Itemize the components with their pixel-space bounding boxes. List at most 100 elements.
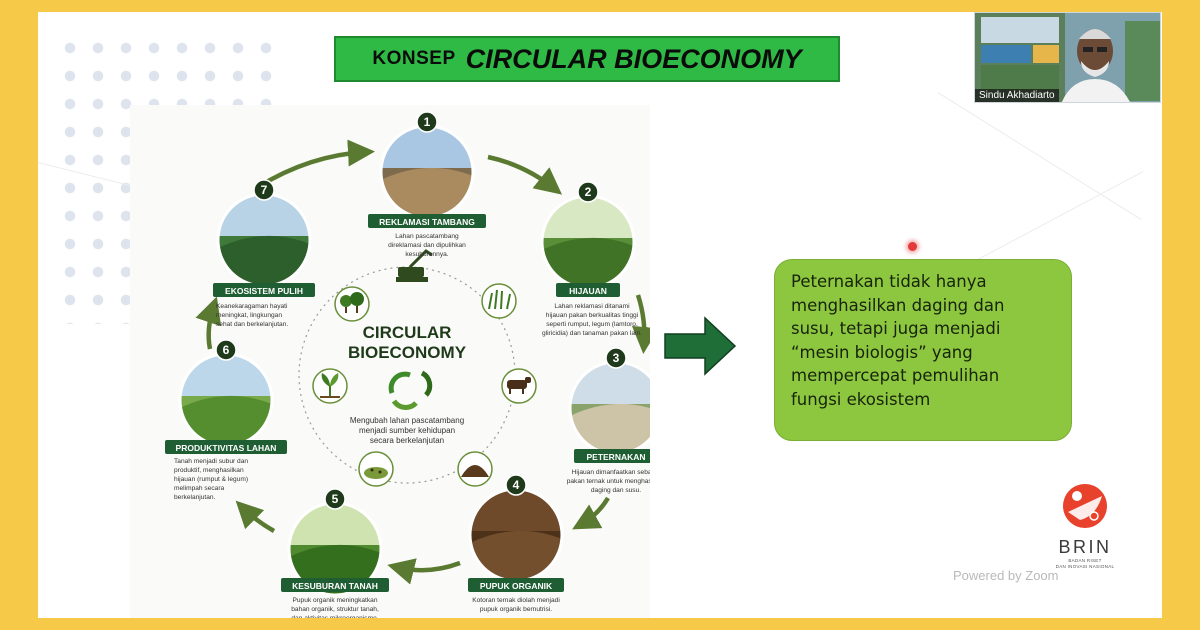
cycle-arrow-1-2	[487, 154, 563, 195]
step-desc-line: pupuk organik bernutrisi.	[480, 606, 552, 613]
step-desc-line: produktif, menghasilkan	[174, 467, 244, 474]
inner-icon-excavator	[396, 249, 433, 282]
infographic-canvas: CIRCULAR BIOECONOMY Mengubah lahan pasca…	[165, 111, 650, 618]
step-label-box	[165, 440, 287, 454]
step-number-badge	[215, 339, 237, 361]
step-number: 6	[223, 343, 230, 357]
step-number: 7	[261, 183, 268, 197]
circular-bioeconomy-infographic: CIRCULAR BIOECONOMY Mengubah lahan pasca…	[130, 105, 650, 618]
participant-name: Sindu Akhadiarto	[975, 89, 1059, 102]
step-title: HIJAUAN	[569, 286, 607, 296]
cycle-arrow-7-1	[256, 139, 375, 189]
step-label-box	[281, 578, 389, 592]
presentation-slide: KONSEP CIRCULAR BIOECONOMY	[38, 12, 1162, 618]
inner-icon-seedling	[312, 368, 348, 404]
step-title: PRODUKTIVITAS LAHAN	[176, 443, 277, 453]
step-desc-line: Pupuk organik meningkatkan	[292, 597, 377, 604]
inner-icon-grass	[481, 283, 517, 319]
step-title: KESUBURAN TANAH	[292, 581, 378, 591]
step-number-badge	[505, 474, 527, 496]
callout-line: fungsi ekosistem	[791, 389, 931, 409]
step-desc-line: berkelanjutan.	[174, 494, 216, 501]
step-desc-line: Tanah menjadi subur dan	[174, 458, 248, 465]
step-title: PUPUK ORGANIK	[480, 581, 553, 591]
step-number-badge	[253, 179, 275, 201]
cycle-arrow-3-4	[572, 496, 610, 530]
inner-icon-soil	[358, 451, 394, 487]
step-number: 3	[613, 351, 620, 365]
step-photo	[381, 126, 473, 218]
step-label-box	[213, 283, 315, 297]
decorative-line	[937, 92, 1142, 221]
cycle-arrow-6-7	[195, 296, 222, 350]
step-desc-line: Keanekaragaman hayati	[216, 303, 288, 310]
center-title-line2: BIOECONOMY	[348, 343, 467, 362]
callout-line: menghasilkan daging dan	[791, 295, 1005, 315]
inner-icon-trees	[334, 286, 370, 322]
step-desc-line: Lahan pascatambang	[395, 233, 459, 240]
step-label-box	[368, 214, 486, 228]
slide-title: KONSEP CIRCULAR BIOECONOMY	[334, 36, 840, 82]
right-arrow-icon	[664, 316, 737, 376]
step-desc-line: kesuburannya.	[405, 251, 448, 258]
callout-line: susu, tetapi juga menjadi	[791, 319, 1001, 338]
callout-line: “mesin biologis” yang	[791, 342, 973, 362]
step-desc-line: gliricidia) dan tanaman pakan lain.	[542, 330, 642, 337]
step-label-box	[556, 283, 620, 297]
step-desc-line: meningkat, lingkungan	[216, 312, 282, 319]
step-label-box	[468, 578, 564, 592]
step-title: PETERNAKAN	[586, 452, 645, 462]
cycle-arrow-5-6	[235, 500, 276, 533]
center-desc-line: Mengubah lahan pascatambang	[350, 416, 464, 425]
step-desc-line: pakan ternak untuk menghasilkan	[567, 478, 650, 485]
step-desc-line: daging dan susu.	[591, 487, 641, 494]
step-desc-line: seperti rumput, legum (lamtoro,	[546, 321, 638, 328]
step-number: 4	[513, 478, 520, 492]
step-number: 2	[585, 185, 592, 199]
step-desc-line: hijauan (rumput & legum)	[174, 476, 248, 483]
inner-icon-compost	[457, 451, 493, 487]
zoom-watermark: Powered by Zoom	[953, 568, 1059, 583]
step-desc-line: dan aktivitas mikroorganisme.	[291, 615, 378, 618]
step-number-badge	[416, 111, 438, 133]
title-prefix: KONSEP	[372, 48, 456, 69]
brin-emblem-icon	[1063, 484, 1107, 528]
cycle-arrow-4-5	[387, 558, 461, 585]
step-number: 5	[332, 492, 339, 506]
step-desc-line: melimpah secara	[174, 485, 225, 492]
title-main: CIRCULAR BIOECONOMY	[465, 43, 802, 74]
step-desc-line: hijauan pakan berkualitas tinggi	[546, 312, 639, 319]
recycle-icon	[388, 370, 433, 410]
callout-line: Peternakan tidak hanya	[791, 272, 987, 291]
step-desc-line: Lahan reklamasi ditanami	[554, 303, 630, 310]
participant-video-feed	[975, 13, 1160, 102]
step-label-box	[574, 449, 650, 463]
step-desc-line: bahan organik, struktur tanah,	[291, 606, 379, 613]
step-number: 1	[424, 115, 431, 129]
step-number-badge	[605, 347, 627, 369]
callout-line: mempercepat pemulihan	[791, 366, 1000, 385]
inner-icon-cow	[501, 368, 537, 404]
brin-logo: BRIN BADAN RISET DAN INOVASI NASIONAL	[1040, 482, 1130, 569]
step-title: REKLAMASI TAMBANG	[379, 217, 475, 227]
step-photo	[542, 196, 634, 288]
step-number-badge	[577, 181, 599, 203]
brin-subtitle-line2: DAN INOVASI NASIONAL	[1055, 563, 1115, 569]
brin-name: BRIN	[1058, 537, 1112, 557]
step-desc-line: sehat dan berkelanjutan.	[216, 321, 288, 328]
step-desc-line: direklamasi dan dipulihkan	[388, 242, 466, 249]
laser-pointer-dot	[908, 242, 917, 251]
center-title-line1: CIRCULAR	[363, 323, 452, 342]
participant-video-tile[interactable]: Sindu Akhadiarto	[974, 12, 1161, 103]
callout-box: Peternakan tidak hanya menghasilkan dagi…	[774, 259, 1072, 441]
brin-subtitle-line1: BADAN RISET	[1068, 558, 1102, 563]
step-desc-line: Kotoran ternak diolah menjadi	[472, 597, 560, 604]
